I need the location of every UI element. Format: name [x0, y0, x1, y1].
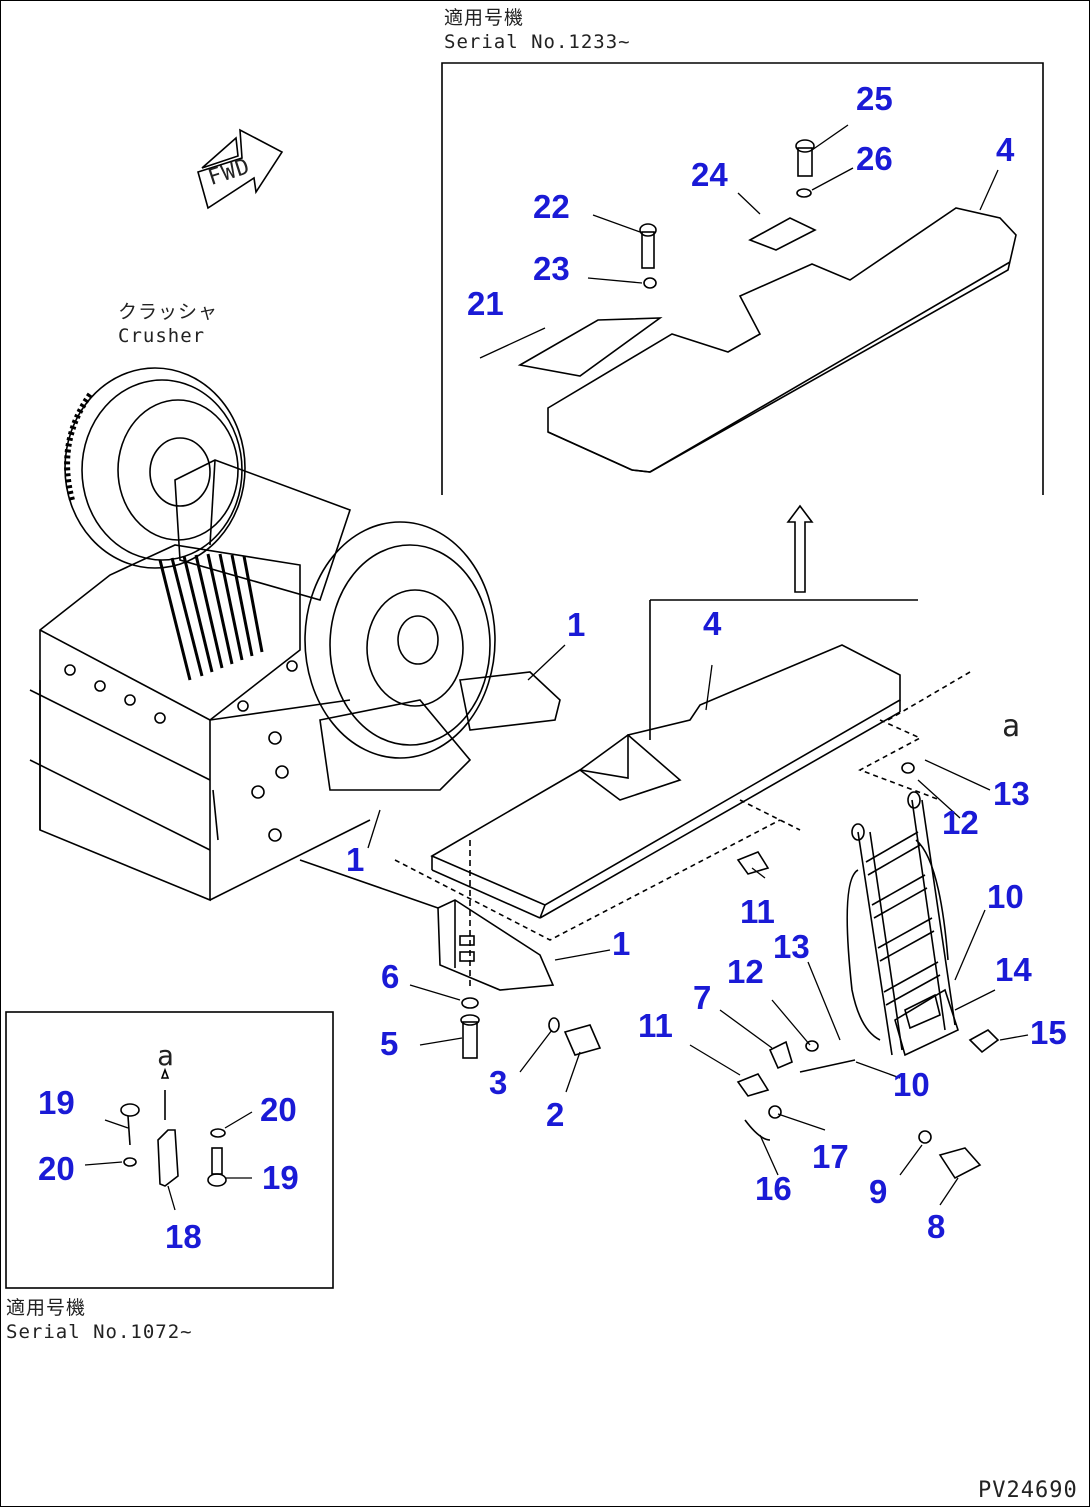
callout-24: 24	[691, 156, 728, 193]
callout-12: 12	[942, 804, 979, 841]
callout-16: 16	[755, 1170, 792, 1207]
callout-13: 13	[773, 928, 810, 965]
callout-8: 8	[927, 1208, 946, 1245]
callout-10: 10	[987, 878, 1024, 915]
callout-10: 10	[893, 1066, 930, 1103]
callout-13: 13	[993, 775, 1030, 812]
serial-note-bottom-en: Serial No.1072~	[6, 1321, 193, 1343]
callout-11: 11	[740, 893, 775, 930]
walkway-main-drawing	[394, 644, 971, 941]
callout-21: 21	[467, 285, 504, 322]
callout-18: 18	[165, 1218, 202, 1255]
leader-lines	[84, 124, 1029, 1211]
callout-1: 1	[346, 841, 365, 878]
callout-20: 20	[260, 1091, 297, 1128]
callout-14: 14	[995, 951, 1032, 988]
serial-note-top-jp: 適用号機	[444, 7, 525, 29]
callout-3: 3	[489, 1064, 508, 1101]
callout-4: 4	[703, 605, 722, 642]
view-marker-a: a	[1002, 709, 1022, 744]
inset-frame-bottom	[5, 1011, 334, 1289]
inset-bracket-drawing	[120, 1067, 227, 1187]
callout-15: 15	[1030, 1014, 1067, 1051]
callout-7: 7	[693, 979, 712, 1016]
callout-9: 9	[869, 1173, 888, 1210]
callout-23: 23	[533, 250, 570, 287]
up-arrow	[649, 504, 918, 740]
callout-4: 4	[996, 131, 1015, 168]
bracket-drawing	[299, 840, 555, 991]
callout-12: 12	[727, 953, 764, 990]
callout-25: 25	[856, 80, 893, 117]
callout-6: 6	[381, 958, 400, 995]
inset-frame-top	[441, 62, 1044, 495]
callout-26: 26	[856, 140, 893, 177]
callout-11: 11	[638, 1007, 673, 1044]
drawing-code: PV24690	[978, 1478, 1078, 1503]
ladder-drawing	[736, 762, 1000, 1180]
callout-1: 1	[612, 925, 631, 962]
callout-20: 20	[38, 1150, 75, 1187]
callout-17: 17	[812, 1138, 849, 1175]
serial-note-top-en: Serial No.1233~	[444, 31, 631, 53]
serial-note-bottom-jp: 適用号機	[6, 1297, 87, 1319]
inset-walkway-drawing	[517, 139, 1017, 473]
callout-1: 1	[567, 606, 586, 643]
view-marker-a-inset: a	[157, 1039, 175, 1072]
crusher-label-jp: クラッシャ	[118, 301, 219, 323]
callout-19: 19	[262, 1159, 299, 1196]
callout-2: 2	[546, 1096, 565, 1133]
callout-5: 5	[380, 1025, 399, 1062]
crusher-drawing	[29, 367, 561, 902]
crusher-label-en: Crusher	[118, 325, 206, 347]
fwd-arrow-icon	[197, 128, 284, 210]
fastener-drawing	[460, 997, 602, 1059]
callout-22: 22	[533, 188, 570, 225]
callout-19: 19	[38, 1084, 75, 1121]
